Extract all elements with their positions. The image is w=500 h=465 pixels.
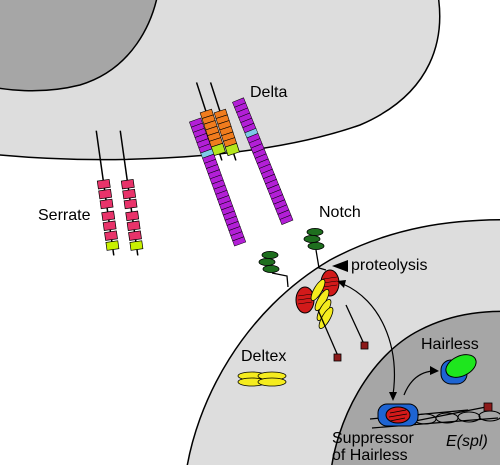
delta-ligand [195,82,240,161]
label-deltex: Deltex [241,348,286,365]
notch-lnr-repeat [261,250,279,259]
serrate-strand-left [95,130,120,256]
label-serrate: Serrate [38,207,91,224]
serrate-strand-right [119,130,144,256]
notch-pest-domain [360,341,369,350]
sending-cell-nucleus [0,0,158,92]
hairless-arrow [403,366,439,396]
label-proteolysis: proteolysis [351,257,427,274]
notch-lnr-repeat [307,241,325,250]
notch-lnr-repeat [306,227,324,236]
label-delta: Delta [250,84,287,101]
notch-pest-domain [333,353,342,362]
notch-receptor [189,97,369,362]
notch-strand-left [189,117,247,247]
notch-ankyrin-repeat [310,279,326,301]
serrate-ligand [95,130,144,256]
delta-strand-right [209,82,240,161]
label-espl: E(spl) [446,433,488,450]
label-hairless: Hairless [421,336,479,353]
proteolysis-arrowhead [332,260,348,272]
suppressor-of-hairless-complex [377,403,419,427]
notch-lnr-repeat [262,264,280,273]
notch-lnr-repeat [258,257,276,266]
receiving-cell [186,219,500,465]
label-suppressor-line2: of Hairless [332,447,408,464]
nuclear-translocation-arrow [337,280,397,401]
deltex-protein [237,371,287,387]
label-notch: Notch [319,204,361,221]
sending-cell [0,0,441,161]
notch-strand-right [232,97,294,225]
label-suppressor-line1: Suppressor [332,430,414,447]
notch-ankyrin-repeat [318,307,334,329]
notch-lnr-repeat [303,234,321,243]
receiving-cell-nucleus [331,310,500,465]
hairless-protein [440,354,477,385]
